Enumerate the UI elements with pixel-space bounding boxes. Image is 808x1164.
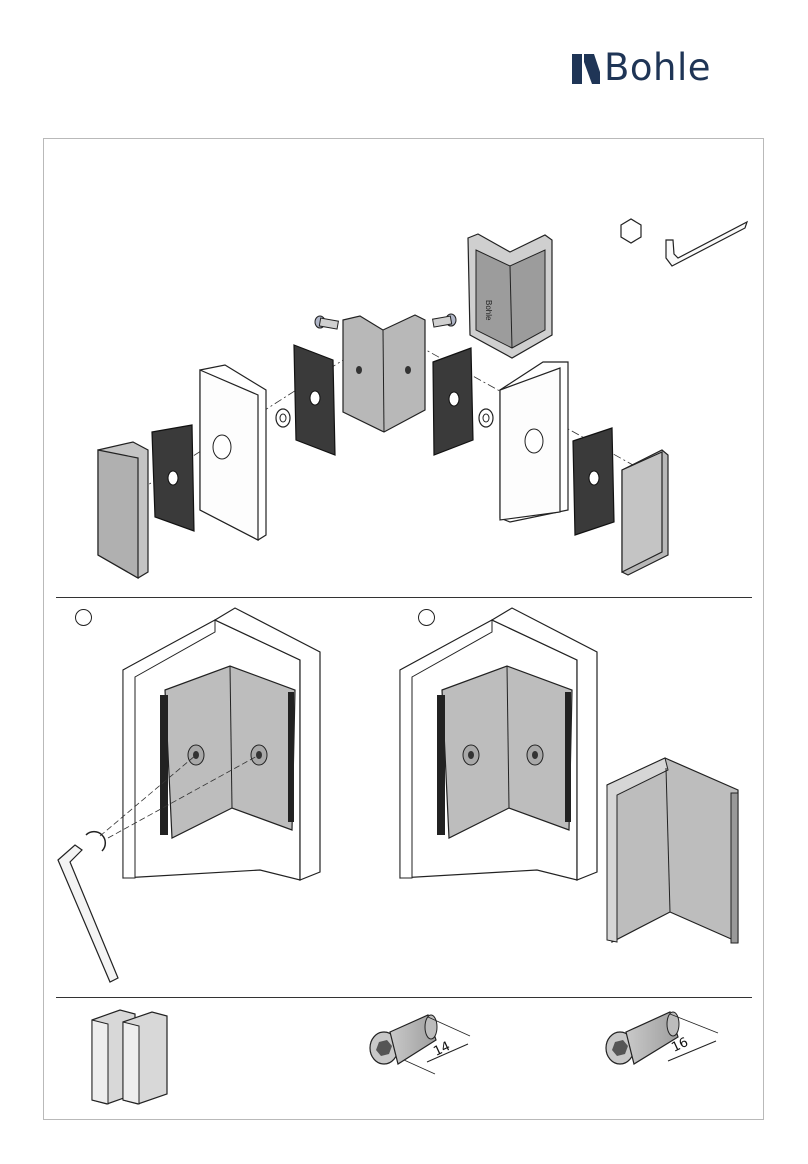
corner-clamp-cover: Bohle bbox=[468, 234, 552, 358]
svg-text:Bohle: Bohle bbox=[484, 300, 493, 321]
screw-icon: 16 bbox=[606, 1012, 718, 1064]
screw-right bbox=[433, 314, 456, 327]
right-gasket-outer bbox=[573, 428, 614, 535]
corner-bracket-base bbox=[343, 315, 425, 432]
allen-key-step1 bbox=[58, 832, 118, 982]
screw-left bbox=[315, 316, 338, 329]
right-glass-pane bbox=[622, 450, 668, 575]
right-washer bbox=[479, 409, 493, 427]
left-gasket-inner bbox=[294, 345, 335, 455]
left-glass-white bbox=[200, 365, 266, 540]
left-gasket-outer bbox=[152, 425, 194, 531]
screw-icon: 14 bbox=[370, 1015, 470, 1074]
allen-key-icon bbox=[666, 222, 747, 266]
hex-tool-icon bbox=[621, 219, 641, 243]
left-glass-pane bbox=[98, 442, 148, 578]
right-gasket-inner bbox=[433, 348, 473, 455]
step2-assembly bbox=[400, 608, 597, 880]
glass-pane-icon bbox=[92, 1010, 167, 1104]
corner-cover-step2 bbox=[607, 758, 738, 943]
right-glass-white bbox=[500, 362, 568, 522]
left-washer bbox=[276, 409, 290, 427]
step1-assembly bbox=[100, 608, 320, 880]
screw-short-length: 14 bbox=[431, 1039, 452, 1060]
